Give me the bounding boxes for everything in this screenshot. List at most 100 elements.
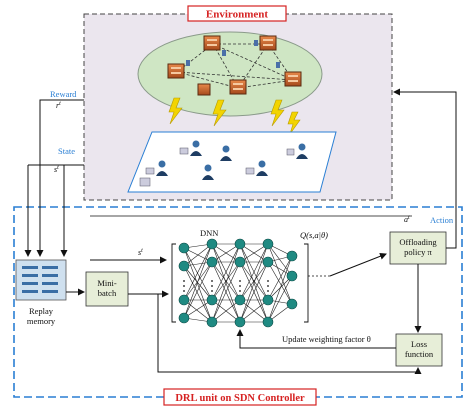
- dnn-connection: [211, 299, 241, 323]
- dnn-input-symbol: st: [138, 248, 143, 257]
- memory-slots: [22, 266, 58, 293]
- edge-server-icon: [229, 79, 247, 95]
- environment-title-box: [187, 5, 287, 22]
- dnn-neuron: [234, 238, 246, 250]
- dnn-ellipsis-dot: [267, 280, 269, 282]
- dnn-connection: [239, 243, 269, 323]
- dnn-ellipsis-dot: [183, 280, 185, 282]
- edge-server-icon: [259, 35, 277, 51]
- dnn-connection: [211, 243, 241, 301]
- dnn-connection: [267, 243, 293, 305]
- action-label: Action: [430, 215, 454, 225]
- dnn-connection: [183, 261, 213, 319]
- dnn-connection: [183, 299, 213, 323]
- mobile-user-icon: [202, 164, 214, 180]
- dnn-neuron: [234, 316, 246, 328]
- dnn-neuron: [286, 298, 298, 310]
- dnn-neuron: [286, 270, 298, 282]
- dnn-connection: [267, 275, 293, 323]
- mobile-user-icon: [220, 145, 232, 161]
- dnn-connection: [211, 243, 241, 263]
- dnn-neuron: [178, 312, 190, 324]
- dnn-to-policy-arrow: [329, 252, 387, 277]
- dnn-neuron: [206, 294, 218, 306]
- update-weighting-label: Update weighting factor θ: [282, 334, 371, 344]
- dnn-neurons: [178, 238, 298, 328]
- dnn-connection: [183, 265, 213, 301]
- reward-label: Reward: [50, 89, 77, 99]
- dnn-connection: [183, 265, 213, 323]
- mini-batch-box: [85, 271, 129, 307]
- mobile-user-icon: [286, 143, 308, 159]
- action-symbol: at: [404, 215, 410, 224]
- dnn-ellipsis-dot: [267, 290, 269, 292]
- mobile-user-icon: [139, 177, 151, 187]
- dnn-neuron: [206, 238, 218, 250]
- mini-batch-label: Mini-batch: [97, 278, 117, 298]
- dnn-neuron: [286, 250, 298, 262]
- state-label: State: [58, 146, 75, 156]
- loss-function-box: [395, 333, 443, 367]
- controller-panel: [13, 206, 463, 398]
- dnn-connection: [267, 243, 293, 277]
- dnn-ellipsis-dot: [239, 280, 241, 282]
- dnn-connection: [239, 261, 269, 323]
- dnn-ellipsis-dot: [183, 285, 185, 287]
- edge-server-icon: [203, 35, 221, 51]
- dnn-connection: [239, 243, 269, 301]
- dnn-connection: [267, 255, 293, 323]
- access-point-icon: [186, 40, 280, 68]
- dnn-ellipsis-dot: [239, 290, 241, 292]
- dnn-connection: [183, 299, 213, 319]
- mobile-user-icon: [145, 160, 168, 176]
- dnn-bracket-right: [304, 243, 309, 323]
- wireless-link-icon: [168, 97, 301, 135]
- dnn-connection: [183, 243, 213, 319]
- dnn-connection: [183, 247, 213, 301]
- reward-arrow: [36, 99, 84, 257]
- state-symbol: st: [54, 165, 59, 174]
- dnn-neuron: [262, 316, 274, 328]
- action-arrow: [393, 88, 457, 249]
- dnn-neuron: [262, 256, 274, 268]
- dnn-connection: [211, 243, 241, 323]
- dnn-neuron: [178, 294, 190, 306]
- mobile-user-icon: [245, 160, 268, 176]
- dnn-connection: [183, 243, 213, 301]
- environment-title: Environment: [206, 9, 268, 21]
- dnn-connection: [239, 299, 269, 323]
- controller-title: DRL unit on SDN Controller: [175, 393, 305, 404]
- dnn-label: DNN: [200, 228, 218, 238]
- loss-to-dnn-update-arrow: [236, 329, 396, 349]
- mobile-user-icon: [179, 140, 202, 156]
- dnn-neuron: [178, 242, 190, 254]
- dnn-connections: [183, 243, 293, 323]
- dnn-connection: [183, 247, 213, 323]
- dnn-connection: [267, 275, 293, 301]
- dnn-connection: [239, 261, 269, 301]
- dnn-ellipsis-dot: [267, 285, 269, 287]
- dnn-neuron: [206, 256, 218, 268]
- dnn-connection: [267, 255, 293, 301]
- q-value-label: Q(s,a|θ): [300, 230, 328, 240]
- reward-symbol: rt: [56, 101, 61, 110]
- dnn-ellipsis-dot: [211, 285, 213, 287]
- dnn-connection: [239, 243, 269, 263]
- edge-server-icon: [284, 71, 302, 87]
- batch-to-loss-arrow: [157, 294, 422, 374]
- state-arrow: [60, 164, 84, 257]
- edge-network-cloud: [137, 31, 323, 117]
- dnn-connection: [211, 261, 241, 301]
- edge-server-icon: [197, 83, 211, 96]
- dnn-neuron: [234, 256, 246, 268]
- controller-title-box: [163, 388, 317, 406]
- dnn-neuron: [178, 260, 190, 272]
- dnn-neuron: [262, 238, 274, 250]
- dnn-ellipsis-dot: [239, 285, 241, 287]
- dnn-bracket-left: [171, 243, 176, 323]
- dnn-ellipsis-dot: [211, 290, 213, 292]
- dnn-ellipsis-dot: [211, 280, 213, 282]
